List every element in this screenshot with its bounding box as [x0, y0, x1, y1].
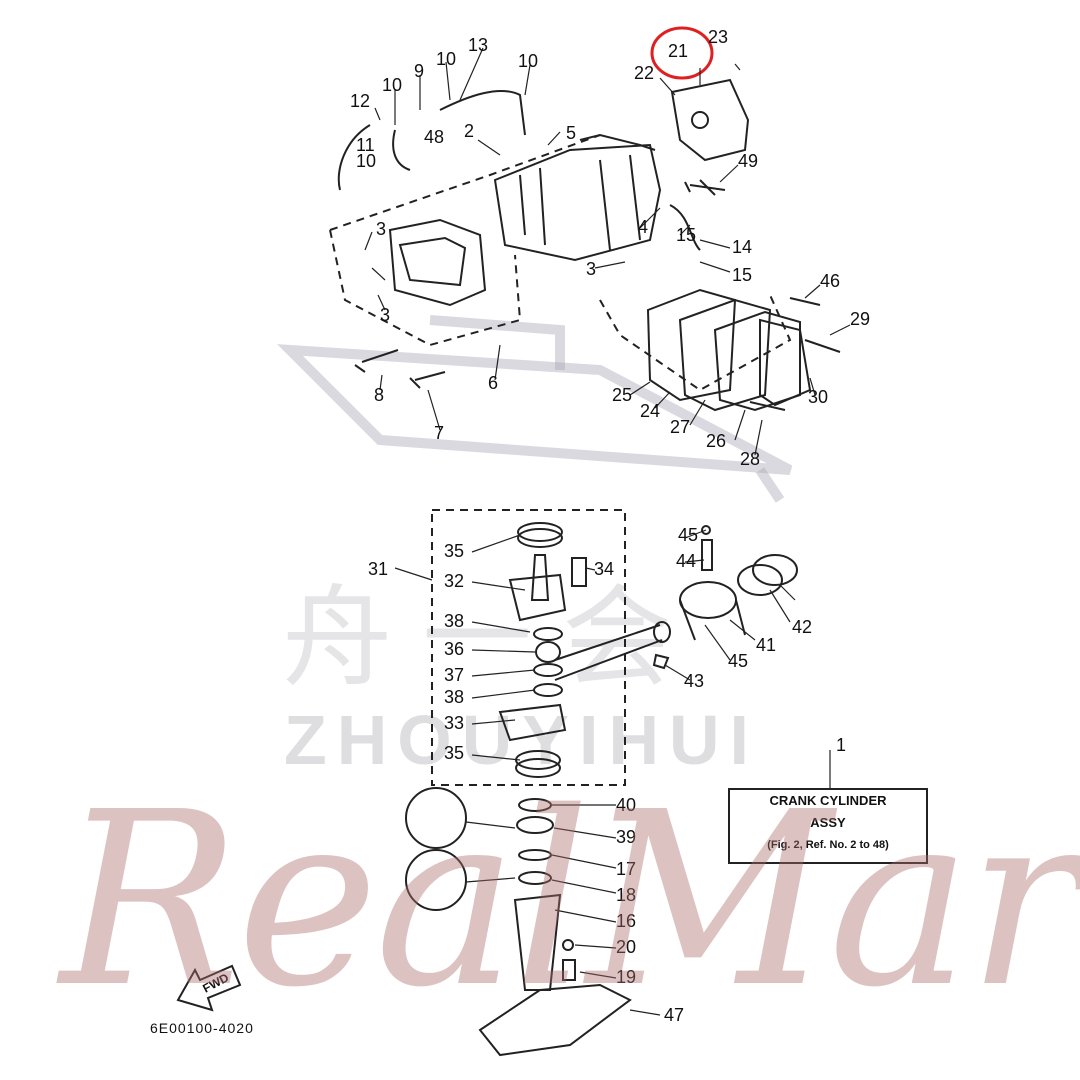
ref-9: 9: [414, 61, 425, 81]
ref-45: 45: [728, 651, 749, 671]
hose: [439, 89, 526, 136]
ref-3: 3: [376, 219, 387, 239]
boat-watermark-icon: [277, 315, 793, 503]
spark-plug: [684, 179, 726, 196]
ref-5: 5: [566, 123, 577, 143]
ref-37: 37: [444, 665, 465, 685]
ref-23: 23: [708, 27, 729, 47]
ref-34: 34: [594, 559, 615, 579]
ref-30: 30: [808, 387, 829, 407]
piston-assembly: [679, 525, 798, 641]
crankshaft-dashed-box: [431, 509, 626, 786]
ref-10: 10: [518, 51, 539, 71]
ref-17: 17: [616, 859, 637, 879]
bolt: [804, 339, 841, 353]
ref-18: 18: [616, 885, 637, 905]
ref-7: 7: [434, 423, 445, 443]
ref-38: 38: [444, 611, 465, 631]
ref-49: 49: [738, 151, 759, 171]
hose: [337, 124, 371, 191]
ref-15: 15: [732, 265, 753, 285]
ref-39: 39: [616, 827, 637, 847]
ref-40: 40: [616, 795, 637, 815]
ref-45: 45: [678, 525, 699, 545]
crankcase: [493, 133, 662, 262]
detail-circle: [405, 787, 467, 849]
ref-15: 15: [676, 225, 697, 245]
reed-valve-assembly: [646, 288, 812, 412]
bolt: [789, 297, 821, 306]
highlight-circle: [650, 26, 714, 80]
diagram-code: 6E00100-4020: [150, 1020, 254, 1036]
ref-35: 35: [444, 743, 465, 763]
title-line-1: CRANK CYLINDER: [769, 793, 887, 808]
ref-41: 41: [756, 635, 777, 655]
ref-42: 42: [792, 617, 813, 637]
ref-28: 28: [740, 449, 761, 469]
title-line-3: (Fig. 2, Ref. No. 2 to 48): [767, 839, 889, 851]
ref-24: 24: [640, 401, 661, 421]
ref-14: 14: [732, 237, 753, 257]
leader-lines: [394, 529, 831, 1016]
ref-3: 3: [586, 259, 597, 279]
ref-38: 38: [444, 687, 465, 707]
ref-12: 12: [350, 91, 371, 111]
ref-11: 11: [356, 135, 375, 155]
ref-46: 46: [820, 271, 841, 291]
ref-35: 35: [444, 541, 465, 561]
bolt: [749, 401, 786, 411]
ref-6: 6: [488, 373, 499, 393]
ref-44: 44: [676, 551, 697, 571]
bolt: [354, 349, 399, 373]
ref-4: 4: [638, 217, 649, 237]
ref-25: 25: [612, 385, 633, 405]
ref-31: 31: [368, 559, 389, 579]
watermark-chinese: 舟一会: [282, 574, 702, 702]
ref-48: 48: [424, 127, 445, 147]
base-gasket: [478, 983, 632, 1057]
assembly-title-box: CRANK CYLINDER ASSY (Fig. 2, Ref. No. 2 …: [728, 788, 928, 864]
ref-20: 20: [616, 937, 637, 957]
ref-47: 47: [664, 1005, 685, 1025]
circlip: [652, 653, 670, 670]
ref-36: 36: [444, 639, 465, 659]
ref-27: 27: [670, 417, 691, 437]
hose: [669, 204, 701, 251]
ref-19: 19: [616, 967, 637, 987]
ref-43: 43: [684, 671, 705, 691]
ref-13: 13: [468, 35, 489, 55]
fwd-arrow-icon: [176, 964, 242, 1012]
ref-10: 10: [436, 49, 457, 69]
watermark-script: RealMar: [60, 760, 1080, 1040]
title-line-2: ASSY: [810, 815, 846, 830]
ref-2: 2: [464, 121, 475, 141]
bolt: [409, 371, 446, 389]
ref-33: 33: [444, 713, 465, 733]
ref-22: 22: [634, 63, 655, 83]
connecting-rod: [554, 624, 663, 681]
leader-lines: [364, 47, 851, 456]
ref-3: 3: [380, 305, 391, 325]
ref-1: 1: [836, 735, 847, 755]
cylinder-head-block: [388, 218, 487, 307]
ref-21: 21: [668, 41, 689, 61]
ref-26: 26: [706, 431, 727, 451]
ref-16: 16: [616, 911, 637, 931]
crankshaft-assembly: [498, 522, 587, 778]
ref-29: 29: [850, 309, 871, 329]
detail-circle: [405, 849, 467, 911]
ref-8: 8: [374, 385, 385, 405]
ref-32: 32: [444, 571, 465, 591]
hose: [392, 129, 411, 171]
ref-10: 10: [382, 75, 403, 95]
ref-10: 10: [356, 151, 377, 171]
cover-plate: [670, 78, 750, 162]
